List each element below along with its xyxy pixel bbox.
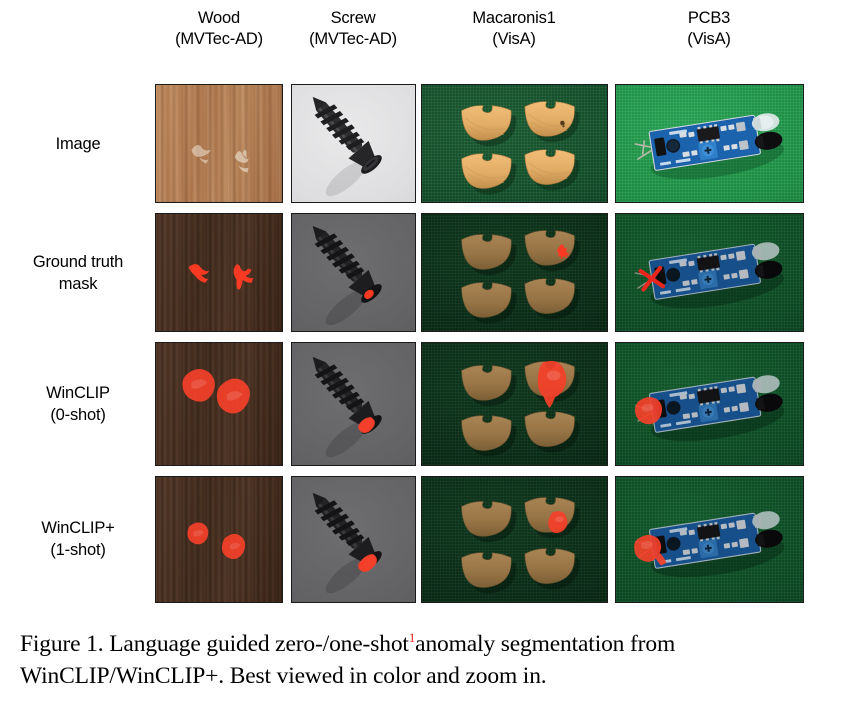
caption-footnote-marker: 1	[408, 630, 416, 646]
row-label-winclip-line2: (0-shot)	[50, 406, 106, 424]
cell-image-macaronis1	[421, 84, 608, 203]
cell-image-wood	[155, 84, 283, 203]
gt-x-marker	[638, 265, 666, 292]
column-header-screw: Screw (MVTec-AD)	[283, 8, 423, 50]
cell-gt-screw	[291, 213, 416, 332]
cell-winclipplus-macaronis1	[421, 476, 608, 603]
screw-object	[312, 96, 382, 197]
column-header-wood-dataset: (MVTec-AD)	[175, 30, 263, 48]
column-header-pcb3-name: PCB3	[687, 9, 731, 27]
pred-mask-macaronis1-1shot	[461, 497, 580, 594]
pcb-object	[634, 113, 784, 180]
cell-image-pcb3	[615, 84, 804, 203]
wood-defect-overlay	[191, 145, 249, 173]
cell-winclip0-macaronis1	[421, 342, 608, 466]
gt-mask-macaronis1	[461, 230, 580, 324]
pred-mask-macaronis1-0shot	[461, 360, 580, 457]
caption-part1: Figure 1. Language guided zero-/one-shot	[20, 631, 409, 657]
caption-part2: anomaly segmentation from WinCLIP/WinCLI…	[20, 631, 676, 689]
pred-mask-screw-1shot	[312, 492, 382, 594]
row-label-image: Image	[6, 133, 150, 155]
pred-mask-wood-1shot	[187, 522, 246, 560]
cell-winclipplus-wood	[155, 476, 283, 603]
row-label-ground-truth-line1: Ground truth	[32, 253, 124, 271]
row-label-ground-truth-line2: mask	[58, 275, 98, 293]
row-label-winclip-0shot: WinCLIP (0-shot)	[6, 382, 150, 426]
column-header-screw-name: Screw	[330, 9, 376, 27]
column-header-macaronis1-dataset: (VisA)	[492, 30, 536, 48]
column-header-row: Wood (MVTec-AD) Screw (MVTec-AD) Macaron…	[0, 8, 846, 72]
column-header-wood-name: Wood	[197, 9, 240, 27]
row-label-winclipplus-line1: WinCLIP+	[41, 519, 115, 537]
cell-gt-macaronis1	[421, 213, 608, 332]
column-header-pcb3-dataset: (VisA)	[687, 30, 731, 48]
column-header-pcb3: PCB3 (VisA)	[629, 8, 789, 50]
cell-winclipplus-screw	[291, 476, 416, 603]
cell-winclip0-screw	[291, 342, 416, 466]
column-header-screw-dataset: (MVTec-AD)	[309, 30, 397, 48]
figure-caption: Figure 1. Language guided zero-/one-shot…	[20, 628, 832, 692]
column-header-wood: Wood (MVTec-AD)	[149, 8, 289, 50]
pred-mask-wood-0shot	[182, 369, 250, 414]
cell-image-screw	[291, 84, 416, 203]
cell-gt-pcb3	[615, 213, 804, 332]
gt-mask-pcb3	[634, 242, 784, 309]
cell-winclip0-wood	[155, 342, 283, 466]
pred-mask-pcb3-1shot	[634, 511, 785, 578]
row-label-ground-truth-mask: Ground truth mask	[6, 251, 150, 295]
pred-mask-pcb3-0shot	[635, 375, 785, 442]
row-label-winclipplus-line2: (1-shot)	[50, 541, 106, 559]
macaroni-objects	[461, 101, 580, 195]
gt-mask-screw	[312, 225, 382, 326]
row-label-winclipplus-1shot: WinCLIP+ (1-shot)	[6, 517, 150, 561]
cell-gt-wood	[155, 213, 283, 332]
pred-mask-screw-0shot	[312, 356, 382, 458]
cell-winclip0-pcb3	[615, 342, 804, 466]
cell-winclipplus-pcb3	[615, 476, 804, 603]
gt-mask-wood	[188, 264, 254, 290]
row-label-winclip-line1: WinCLIP	[46, 384, 110, 402]
column-header-macaronis1: Macaronis1 (VisA)	[434, 8, 594, 50]
column-header-macaronis1-name: Macaronis1	[472, 9, 556, 27]
row-label-image-line1: Image	[55, 135, 101, 153]
